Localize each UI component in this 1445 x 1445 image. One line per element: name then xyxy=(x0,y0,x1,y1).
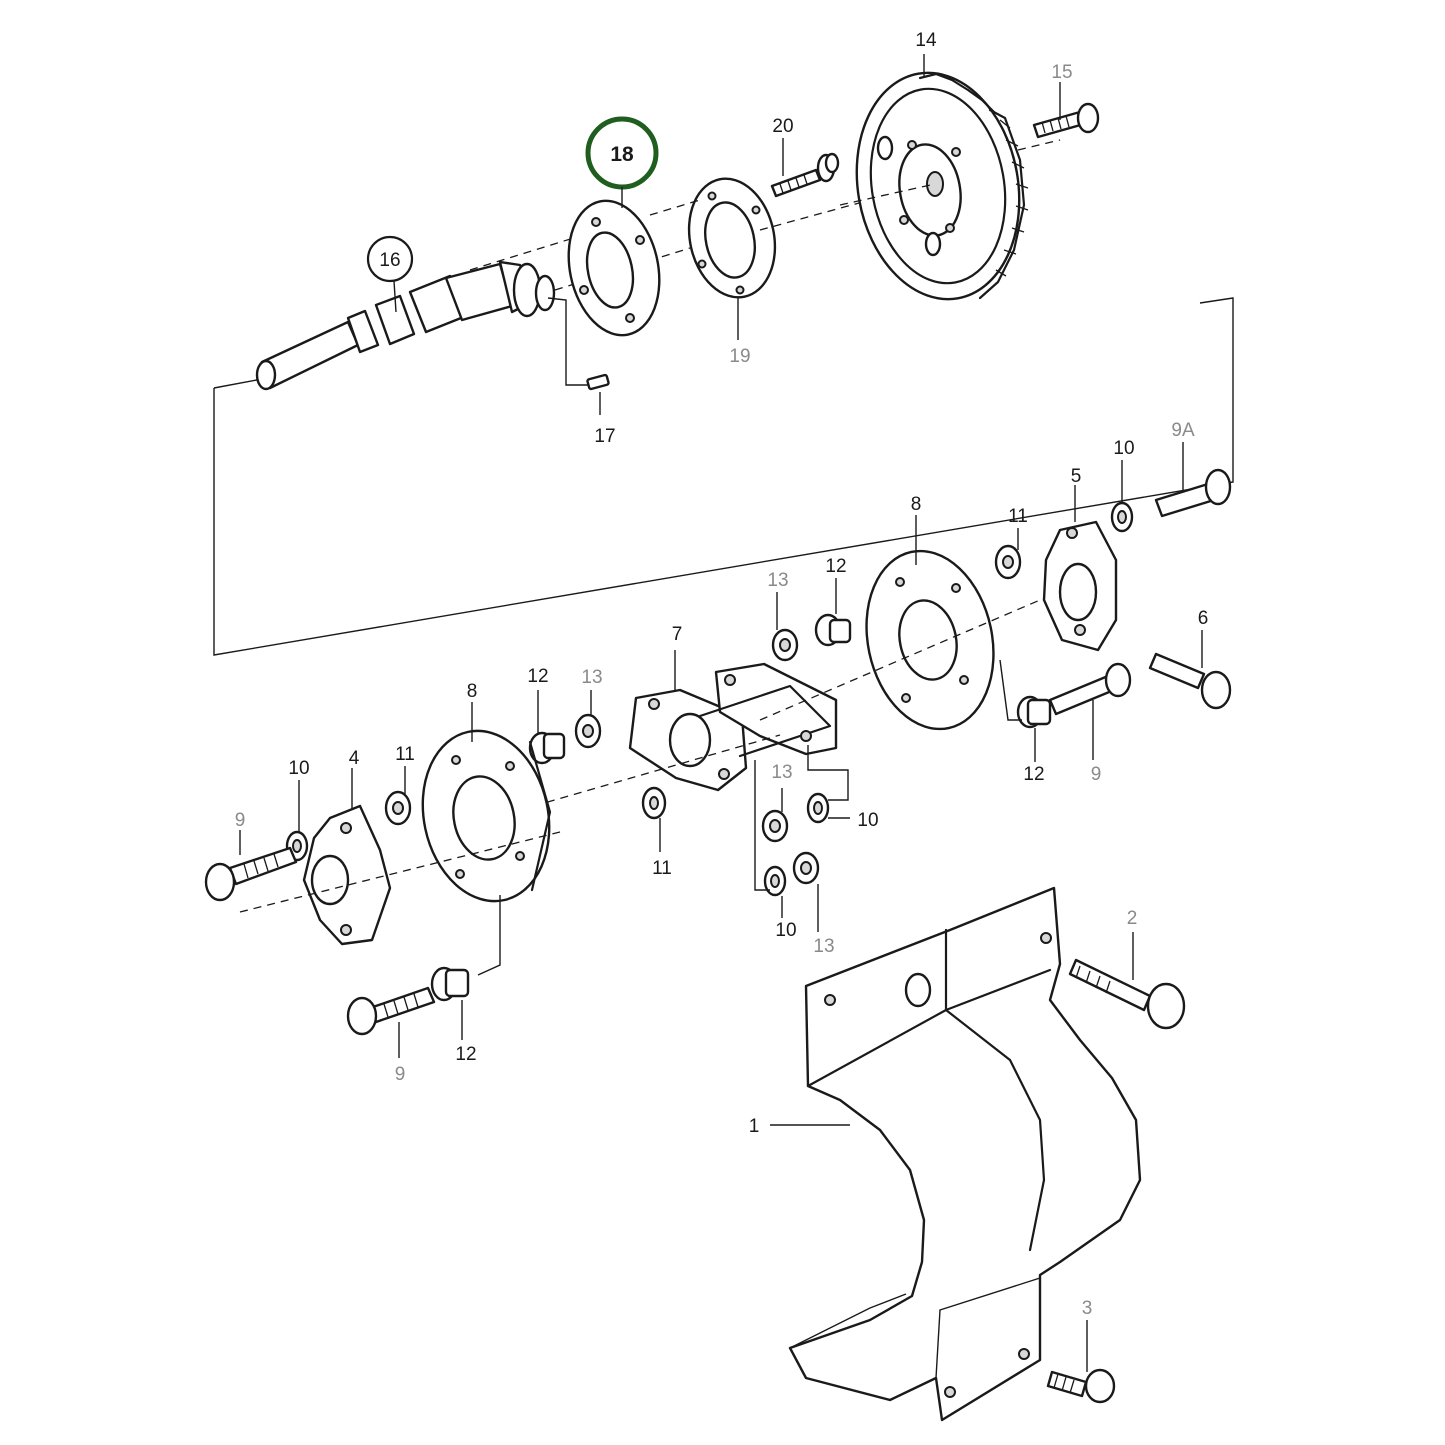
flange-part-8-right[interactable] xyxy=(851,539,1010,741)
callout-19: 19 xyxy=(729,346,750,367)
bolt-part-20[interactable] xyxy=(770,152,840,198)
gasket-part-19[interactable] xyxy=(678,171,785,306)
tube-part-7[interactable] xyxy=(628,662,838,792)
callout-10-middle: 10 xyxy=(857,810,878,831)
callout-1: 1 xyxy=(749,1116,760,1137)
callout-11-left: 11 xyxy=(395,744,415,765)
bolt-part-6[interactable] xyxy=(1148,652,1232,710)
spacer-part-12-left[interactable] xyxy=(528,731,566,765)
shaft-part-16[interactable] xyxy=(255,260,556,391)
callout-ring-16 xyxy=(366,235,414,283)
nut-part-13-top[interactable] xyxy=(771,628,799,662)
callout-8-right: 8 xyxy=(911,494,922,515)
callout-18: 18 xyxy=(610,143,634,166)
bolt-part-9-middle[interactable] xyxy=(1048,662,1132,716)
bolt-part-3[interactable] xyxy=(1046,1368,1116,1404)
bolt-part-9A[interactable] xyxy=(1154,468,1232,518)
callout-12-lower: 12 xyxy=(455,1044,476,1065)
callout-15: 15 xyxy=(1051,62,1072,83)
callout-3: 3 xyxy=(1082,1298,1093,1319)
assembly-frame xyxy=(213,297,1234,656)
callout-10-left: 10 xyxy=(288,758,309,779)
callout-13-middle-b: 13 xyxy=(813,936,834,957)
callout-9-middle: 9 xyxy=(1091,764,1102,785)
callout-14: 14 xyxy=(915,30,937,51)
spacer-part-12-top[interactable] xyxy=(814,613,852,647)
washer-part-10-middle[interactable] xyxy=(806,792,830,824)
callout-20: 20 xyxy=(772,116,793,137)
key-part-17[interactable] xyxy=(586,373,610,391)
spacer-part-12-lower[interactable] xyxy=(430,966,470,1002)
callout-7: 7 xyxy=(672,624,683,645)
washer-part-10-lower[interactable] xyxy=(763,865,787,897)
callout-16: 16 xyxy=(379,250,400,271)
bolt-part-2[interactable] xyxy=(1068,958,1186,1030)
callout-12-left: 12 xyxy=(527,666,548,687)
bolt-part-9-left[interactable] xyxy=(204,846,298,902)
callout-17: 17 xyxy=(594,426,615,447)
bolt-part-15[interactable] xyxy=(1032,102,1100,139)
flange-part-5[interactable] xyxy=(1042,520,1118,652)
shield-part-1[interactable] xyxy=(788,886,1142,1422)
nut-part-11-left[interactable] xyxy=(384,790,412,826)
callout-9A: 9A xyxy=(1171,420,1195,441)
nut-part-13-left[interactable] xyxy=(574,713,602,749)
callout-4: 4 xyxy=(349,748,360,769)
callout-11-middle: 11 xyxy=(652,858,672,879)
callout-2: 2 xyxy=(1127,908,1138,929)
callout-10-upper: 10 xyxy=(1113,438,1134,459)
nut-part-11-middle[interactable] xyxy=(641,786,667,820)
callout-6: 6 xyxy=(1198,608,1209,629)
callout-5: 5 xyxy=(1071,466,1082,487)
nut-part-11-upper[interactable] xyxy=(994,544,1022,580)
callout-13-left: 13 xyxy=(581,667,602,688)
callout-12-middle: 12 xyxy=(1023,764,1044,785)
flange-part-4[interactable] xyxy=(302,804,392,946)
callout-13-middle-a: 13 xyxy=(771,762,792,783)
washer-part-10-upper[interactable] xyxy=(1110,501,1134,533)
flange-part-8-left[interactable] xyxy=(407,719,564,913)
callout-8-left: 8 xyxy=(467,681,478,702)
bolt-part-9-lower[interactable] xyxy=(346,986,436,1036)
callout-10-lower: 10 xyxy=(775,920,796,941)
callout-9-left: 9 xyxy=(235,810,246,831)
spacer-part-12-middle[interactable] xyxy=(1016,695,1052,729)
callout-11-upper: 11 xyxy=(1008,506,1028,527)
nut-part-13-middle-a[interactable] xyxy=(761,809,789,843)
callout-13-top: 13 xyxy=(767,570,788,591)
callout-12-top: 12 xyxy=(825,556,846,577)
nut-part-13-middle-b[interactable] xyxy=(792,851,820,885)
washer-part-18[interactable] xyxy=(557,192,671,343)
gear-part-14[interactable] xyxy=(839,60,1036,312)
callout-9-lower: 9 xyxy=(395,1064,406,1085)
